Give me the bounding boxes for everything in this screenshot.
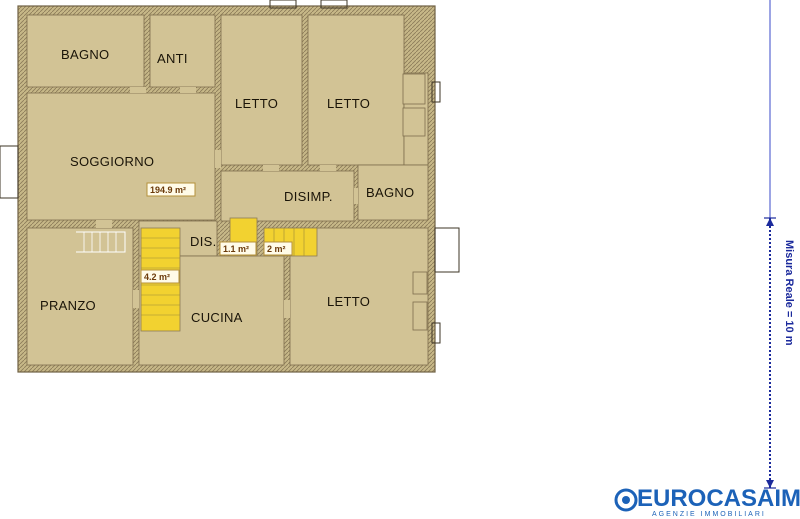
label-letto-3: LETTO <box>327 294 370 309</box>
door-openings <box>96 87 358 318</box>
arrow-down-icon <box>766 480 774 488</box>
label-cucina: CUCINA <box>191 310 243 325</box>
built-in-cabinets <box>402 73 428 331</box>
window-frames <box>0 0 460 344</box>
label-bagno-2: BAGNO <box>366 185 414 200</box>
label-bagno-1: BAGNO <box>61 47 109 62</box>
floor-anti <box>149 14 216 88</box>
floor-pranzo <box>26 227 134 366</box>
stair-outline <box>76 231 126 253</box>
area-tag-dis: 1.1 m² <box>219 241 257 256</box>
logo-name: EUROCASAIMM <box>637 485 800 512</box>
floor-bagno-1 <box>26 14 145 88</box>
area-tag-stairs: 4.2 m² <box>140 269 180 284</box>
label-letto-2: LETTO <box>327 96 370 111</box>
label-disimp: DISIMP. <box>284 189 333 204</box>
scale-measure: Misura Reale = 10 m <box>764 0 795 489</box>
arrow-up-icon <box>766 218 774 226</box>
watermark-text: casa.it <box>295 376 444 429</box>
area-tag-soggiorno: 194.9 m² <box>146 182 196 197</box>
floor-letto-1 <box>220 14 303 166</box>
area-dis: 1.1 m² <box>223 244 249 254</box>
stair-treads <box>141 237 180 316</box>
label-pranzo: PRANZO <box>40 298 96 313</box>
floor-soggiorno <box>26 92 216 221</box>
logo-tagline: AGENZIE IMMOBILIARI <box>652 511 766 518</box>
room-floors <box>26 14 429 366</box>
area-tag-landing: 2 m² <box>263 241 293 256</box>
label-anti: ANTI <box>157 51 188 66</box>
label-letto-1: LETTO <box>235 96 278 111</box>
label-dis: DIS. <box>190 234 216 249</box>
floor-disimp <box>220 170 355 222</box>
area-landing: 2 m² <box>267 244 286 254</box>
room-labels: BAGNO ANTI LETTO LETTO SOGGIORNO DISIMP.… <box>40 47 414 325</box>
area-soggiorno: 194.9 m² <box>150 185 186 195</box>
area-stairs: 4.2 m² <box>144 272 170 282</box>
measure-label: Misura Reale = 10 m <box>783 240 795 346</box>
floor-letto-2 <box>307 14 405 166</box>
company-logo: EUROCASAIMM AGENZIE IMMOBILIARI <box>614 485 800 518</box>
label-soggiorno: SOGGIORNO <box>70 154 154 169</box>
